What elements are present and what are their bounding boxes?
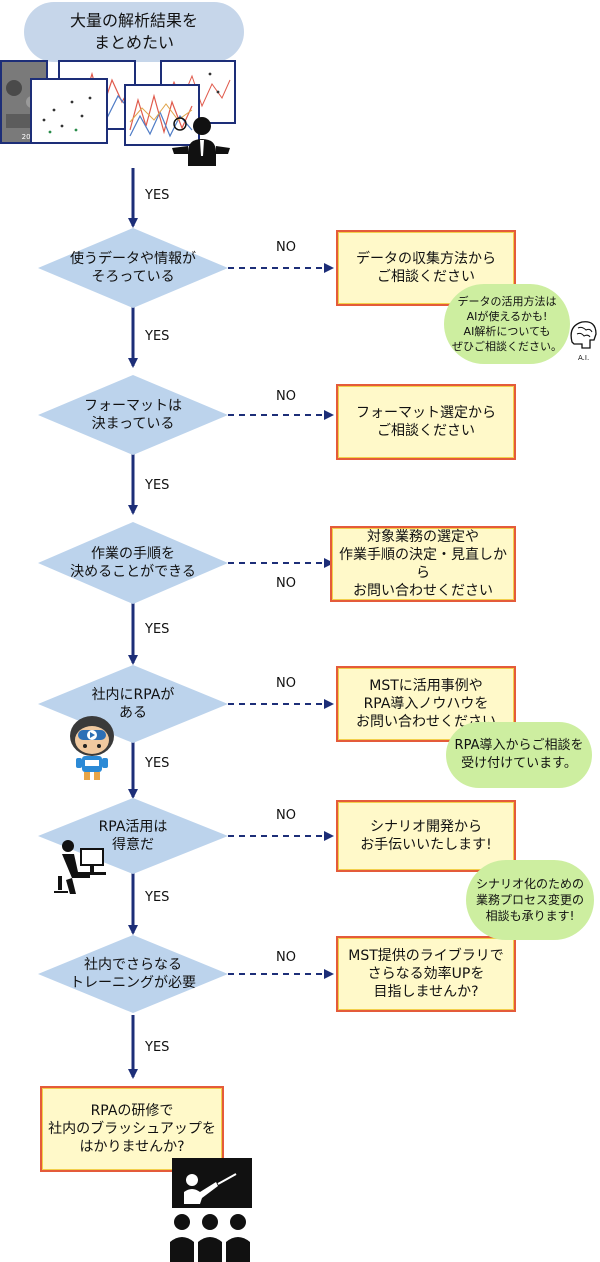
decision-diamond (38, 522, 228, 604)
bubble-line: 受け付けています。 (461, 756, 577, 771)
no-label: NO (276, 808, 296, 823)
action-line: 対象業務の選定や (367, 529, 479, 545)
question-line: 決めることができる (70, 564, 196, 580)
no-label: NO (276, 576, 296, 591)
overlay-chart-thumbnail (124, 84, 200, 146)
rpa-robot-icon (70, 716, 114, 780)
decision-text: 社内でさらなる トレーニングが必要 (48, 952, 218, 996)
question-line: フォーマットは (84, 398, 182, 414)
question-line: ある (119, 705, 147, 721)
bubble-line: 相談も承ります! (485, 909, 575, 923)
action-line: さらなる効率UPを (367, 966, 485, 982)
no-label: NO (276, 950, 296, 965)
action-line: RPA導入ノウハウを (363, 696, 489, 712)
yes-label: YES (145, 329, 170, 344)
action-box: 対象業務の選定や 作業手順の決定・見直しから お問い合わせください (330, 526, 516, 602)
decision-text: RPA活用は 得意だ (48, 814, 218, 858)
question-line: RPA活用は (98, 819, 168, 835)
action-line: 目指しませんか? (373, 984, 479, 1000)
decision-text: フォーマットは 決まっている (48, 393, 218, 437)
bubble-line: AIが使えるかも! (466, 310, 548, 323)
scatter-dots-icon (42, 96, 92, 134)
action-line: ご相談ください (377, 423, 475, 439)
decision-text: 社内にRPAが ある (48, 682, 218, 726)
final-box: RPAの研修で 社内のブラッシュアップを はかりませんか? (40, 1086, 224, 1172)
no-label: NO (276, 676, 296, 691)
goal-line2: まとめたい (93, 33, 174, 52)
action-line: データの収集方法から (356, 251, 496, 267)
question-line: 得意だ (112, 837, 154, 853)
action-line: MSTに活用事例や (369, 678, 483, 694)
decision-diamond (38, 228, 228, 308)
no-label: NO (276, 240, 296, 255)
bubble-line: データの活用方法は (457, 295, 557, 308)
decision-diamond (38, 375, 228, 455)
scenario-bubble: シナリオ化のための 業務プロセス変更の 相談も承ります! (466, 860, 594, 940)
person-at-computer-icon (54, 840, 106, 894)
yes-label: YES (145, 622, 170, 637)
action-line: ご相談ください (377, 269, 475, 285)
question-line: 社内でさらなる (84, 957, 182, 973)
ai-bubble: データの活用方法は AIが使えるかも! AI解析についても ぜひご相談ください。 (444, 284, 570, 364)
action-line: 作業手順の決定・見直しから (339, 547, 507, 581)
question-line: 社内にRPAが (91, 687, 175, 703)
action-box: シナリオ開発から お手伝いいたします! (336, 800, 516, 872)
yes-label: YES (145, 478, 170, 493)
goal-cloud: 大量の解析結果を まとめたい (24, 2, 244, 62)
scatter-thumbnail (30, 78, 108, 144)
bubble-line: シナリオ化のための (475, 877, 584, 891)
final-line: RPAの研修で (90, 1103, 174, 1119)
rpa-bubble: RPA導入からご相談を 受け付けています。 (446, 722, 592, 788)
decision-text: 使うデータや情報が そろっている (48, 246, 218, 290)
question-line: トレーニングが必要 (70, 975, 196, 991)
yes-label: YES (145, 1040, 170, 1055)
action-line: フォーマット選定から (356, 405, 496, 421)
bubble-line: RPA導入からご相談を (454, 738, 584, 753)
bubble-line: ぜひご相談ください。 (452, 340, 562, 353)
bubble-line: 業務プロセス変更の (475, 893, 584, 907)
bubble-line: AI解析についても (463, 325, 551, 338)
yes-label: YES (145, 756, 170, 771)
goal-line1: 大量の解析結果を (69, 11, 198, 30)
action-line: お手伝いいたします! (360, 837, 492, 853)
businessman-icon (172, 117, 230, 166)
action-box: データの収集方法から ご相談ください (336, 230, 516, 306)
question-line: 決まっている (91, 416, 175, 432)
decision-diamond (38, 935, 228, 1013)
action-box: MST提供のライブラリで さらなる効率UPを 目指しませんか? (336, 936, 516, 1012)
yes-label: YES (145, 890, 170, 905)
ai-brain-icon (570, 321, 597, 349)
final-line: 社内のブラッシュアップを (48, 1121, 216, 1137)
question-line: 使うデータや情報が (70, 251, 196, 267)
no-label: NO (276, 389, 296, 404)
ai-tag: A.I. (578, 354, 590, 362)
action-line: シナリオ開発から (370, 819, 482, 835)
yes-label: YES (145, 188, 170, 203)
question-line: そろっている (91, 269, 175, 285)
final-line: はかりませんか? (79, 1139, 185, 1155)
question-line: 作業の手順を (91, 546, 175, 562)
action-line: お問い合わせください (353, 583, 493, 599)
action-box: フォーマット選定から ご相談ください (336, 384, 516, 460)
training-presentation-icon (170, 1158, 252, 1262)
decision-text: 作業の手順を 決めることができる (48, 541, 218, 585)
action-line: MST提供のライブラリで (348, 948, 504, 964)
